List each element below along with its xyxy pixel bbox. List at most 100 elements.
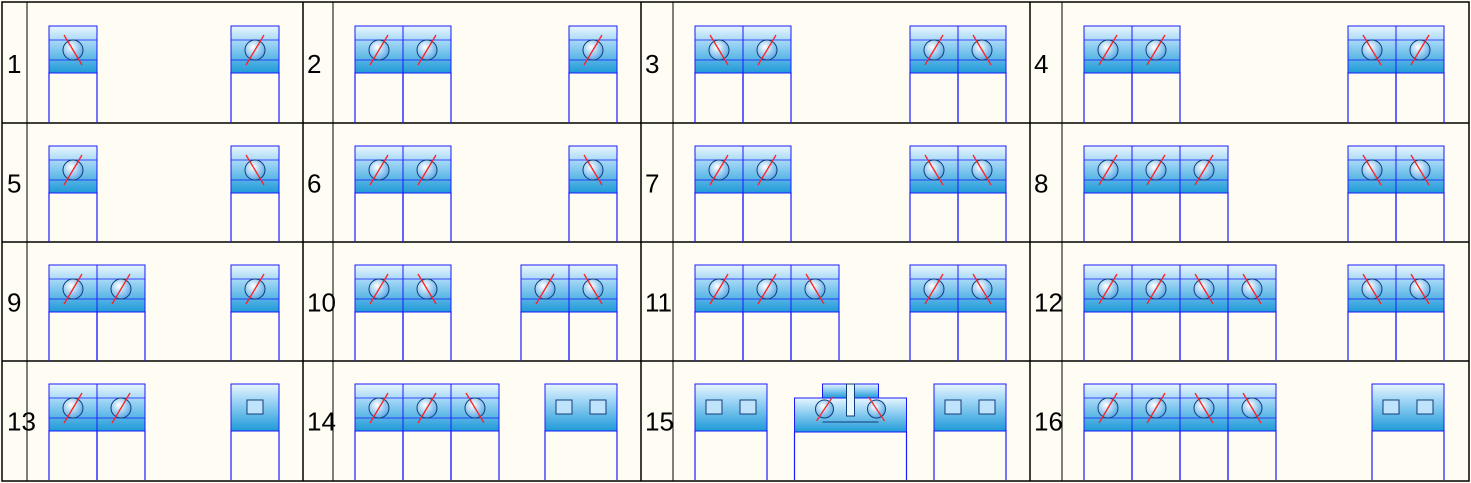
contact-angle-line (1098, 154, 1118, 186)
cell-9: 9 (7, 264, 280, 361)
contact-angle-line (465, 392, 485, 424)
bearing-group (933, 383, 1007, 480)
contact-angle-line (1362, 273, 1382, 305)
cell-label: 11 (645, 288, 672, 318)
bearing-group (1083, 264, 1277, 361)
cell-label: 9 (7, 288, 21, 318)
bearing-group (1371, 383, 1445, 480)
cell-13: 13 (7, 383, 280, 480)
cell-11: 11 (645, 264, 1007, 361)
contact-angle-line (1146, 392, 1166, 424)
contact-angle-line (816, 396, 833, 422)
bearing-group (909, 25, 1007, 123)
contact-angle-line (111, 392, 131, 424)
bearing-ring (790, 264, 840, 313)
roller (1416, 399, 1434, 415)
bearing-group (230, 383, 280, 480)
contact-angle-line (369, 154, 389, 186)
bearing-ring (402, 264, 452, 313)
bearing-group (230, 145, 280, 242)
roller (246, 399, 264, 415)
contact-angle-line (757, 273, 777, 305)
bearing-group (48, 264, 146, 361)
bearing-group (793, 383, 908, 480)
cell-label: 4 (1034, 49, 1048, 79)
contact-angle-line (417, 273, 437, 305)
bearing-group (568, 145, 618, 242)
cell-label: 6 (307, 169, 321, 199)
contact-angle-line (1410, 273, 1430, 305)
bearing-ring (520, 264, 570, 313)
bearing-group (694, 383, 768, 480)
bearing-group (230, 25, 280, 123)
roller (739, 399, 757, 415)
contact-angle-line (63, 34, 83, 66)
contact-angle-line (583, 154, 603, 186)
cell-15: 15 (645, 383, 1007, 480)
contact-angle-line (63, 154, 83, 186)
cell-6: 6 (307, 145, 618, 242)
thrust-shaft-collar (846, 383, 855, 417)
cell-label: 12 (1034, 288, 1063, 318)
bearing-group (1083, 145, 1229, 242)
cell-10: 10 (307, 264, 618, 361)
bearing-ring (96, 264, 146, 313)
contact-angle-line (245, 273, 265, 305)
bearing-group (354, 25, 452, 123)
bearing-group (1083, 25, 1181, 123)
bearing-group (694, 264, 840, 361)
contact-angle-line (369, 392, 389, 424)
roller (589, 399, 607, 415)
bearing-group (520, 264, 618, 361)
cell-12: 12 (1034, 264, 1445, 361)
contact-angle-line (924, 34, 944, 66)
bearing-group (48, 145, 98, 242)
contact-angle-line (757, 154, 777, 186)
contact-angle-line (805, 273, 825, 305)
contact-angle-line (924, 273, 944, 305)
contact-angle-line (757, 34, 777, 66)
cell-3: 3 (645, 25, 1007, 123)
contact-angle-line (1242, 392, 1262, 424)
bearing-group (544, 383, 618, 480)
cell-label: 1 (7, 49, 21, 79)
contact-angle-line (245, 154, 265, 186)
roller (555, 399, 573, 415)
cell-label: 14 (307, 407, 336, 437)
bearing-group (354, 264, 452, 361)
contact-angle-line (245, 34, 265, 66)
bearing-group (48, 25, 98, 123)
cell-label: 16 (1034, 407, 1063, 437)
cell-16: 16 (1034, 383, 1445, 480)
bearing-group (1347, 25, 1445, 123)
contact-angle-line (1410, 34, 1430, 66)
contact-angle-line (417, 34, 437, 66)
contact-angle-line (868, 396, 885, 422)
bearing-group (354, 383, 500, 480)
contact-angle-line (1194, 154, 1214, 186)
contact-angle-line (972, 34, 992, 66)
contact-angle-line (63, 392, 83, 424)
roller (705, 399, 723, 415)
contact-angle-line (417, 154, 437, 186)
cell-2: 2 (307, 25, 618, 123)
cell-label: 3 (645, 49, 659, 79)
contact-angle-line (1362, 154, 1382, 186)
contact-angle-line (535, 273, 555, 305)
contact-angle-line (1098, 392, 1118, 424)
bearing-group (48, 383, 146, 480)
cell-8: 8 (1034, 145, 1445, 242)
bearing-group (1347, 264, 1445, 361)
contact-angle-line (1410, 154, 1430, 186)
contact-angle-line (1146, 34, 1166, 66)
bearing-group (568, 25, 618, 123)
contact-angle-line (972, 154, 992, 186)
contact-angle-line (709, 34, 729, 66)
contact-angle-line (1194, 392, 1214, 424)
bearing-group (694, 145, 792, 242)
cell-label: 15 (645, 407, 674, 437)
contact-angle-line (1146, 273, 1166, 305)
